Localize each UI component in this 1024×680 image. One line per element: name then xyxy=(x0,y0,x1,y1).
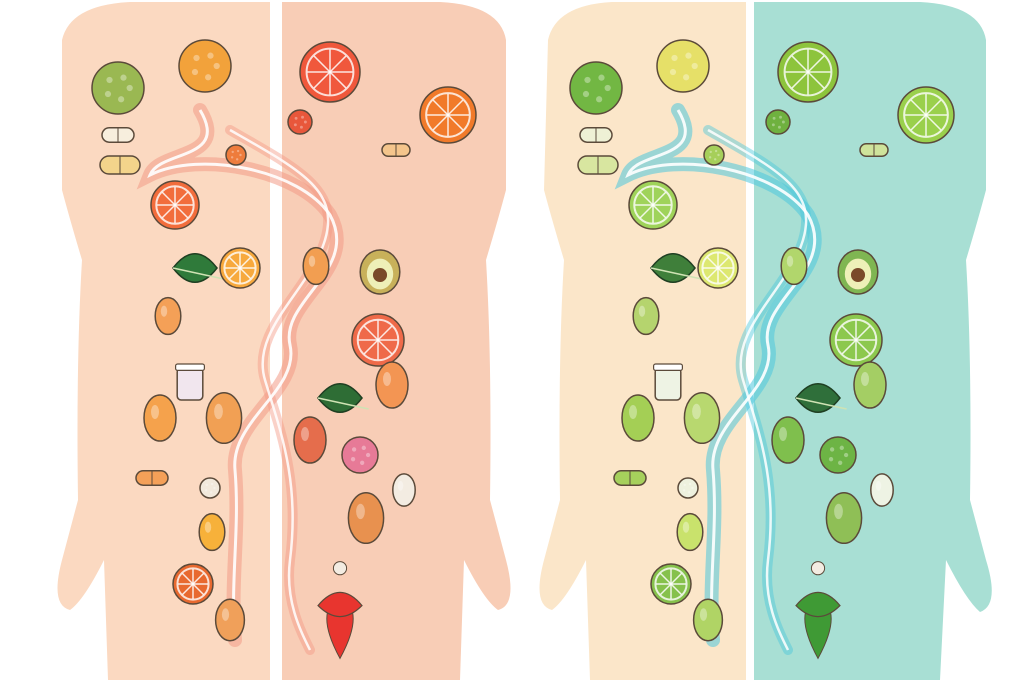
citrus-icon xyxy=(897,86,955,144)
avocado-icon xyxy=(837,249,879,295)
oval-icon xyxy=(613,470,647,486)
berry-icon xyxy=(703,144,725,166)
oval-icon xyxy=(632,296,660,336)
citrus-icon xyxy=(419,86,477,144)
oval-icon xyxy=(780,246,808,286)
body-figure-green xyxy=(539,0,992,680)
oval-icon xyxy=(692,598,724,642)
oval-icon xyxy=(621,394,655,442)
citrus-icon xyxy=(829,313,883,367)
divider-line xyxy=(273,0,279,680)
citrus-icon xyxy=(697,247,739,289)
berry-icon xyxy=(225,144,247,166)
orange-icon xyxy=(178,39,232,93)
jar-icon xyxy=(652,363,683,401)
oval-icon xyxy=(347,491,385,545)
citrus-icon xyxy=(676,512,704,552)
berry-icon xyxy=(650,563,692,605)
stream-highlight xyxy=(707,128,808,651)
pepper-icon xyxy=(317,561,363,660)
food-items-right xyxy=(765,41,955,660)
stream-highlight xyxy=(229,128,330,651)
avocado-icon xyxy=(359,249,401,295)
berry-icon xyxy=(287,109,313,135)
oval-icon xyxy=(853,361,887,409)
leaf-icon xyxy=(172,252,224,284)
oval-icon xyxy=(683,391,721,445)
citrus-icon xyxy=(299,41,361,103)
citrus-icon xyxy=(150,180,200,230)
oval-icon xyxy=(205,391,243,445)
pill-icon xyxy=(101,127,135,143)
pill-icon xyxy=(577,155,619,175)
leaf-icon xyxy=(317,382,369,414)
oval-icon xyxy=(214,598,246,642)
food-items-left xyxy=(91,39,261,642)
oval-icon xyxy=(135,470,169,486)
oval-icon xyxy=(154,296,182,336)
body-figure-warm xyxy=(57,0,511,680)
pill-icon xyxy=(677,477,699,499)
broccoli-icon xyxy=(91,61,145,115)
citrus-icon xyxy=(219,247,261,289)
berry-icon xyxy=(341,436,379,474)
pill-icon xyxy=(199,477,221,499)
pill-icon xyxy=(579,127,613,143)
pepper-icon xyxy=(795,561,841,660)
citrus-icon xyxy=(777,41,839,103)
oval-icon xyxy=(302,246,330,286)
citrus-icon xyxy=(198,512,226,552)
food-items-left xyxy=(569,39,739,642)
food-items-right xyxy=(287,41,477,660)
pill-icon xyxy=(99,155,141,175)
oval-icon xyxy=(392,473,416,507)
oval-icon xyxy=(771,416,805,464)
oval-icon xyxy=(143,394,177,442)
berry-icon xyxy=(172,563,214,605)
jar-icon xyxy=(175,363,206,401)
oval-icon xyxy=(870,473,894,507)
citrus-icon xyxy=(351,313,405,367)
oval-icon xyxy=(375,361,409,409)
oval-icon xyxy=(825,491,863,545)
pill-icon xyxy=(859,142,889,158)
citrus-icon xyxy=(628,180,678,230)
leaf-icon xyxy=(795,382,847,414)
leaf-icon xyxy=(650,252,702,284)
divider-line xyxy=(747,0,753,680)
orange-icon xyxy=(656,39,710,93)
berry-icon xyxy=(819,436,857,474)
oval-icon xyxy=(293,416,327,464)
pill-icon xyxy=(381,142,411,158)
broccoli-icon xyxy=(569,61,623,115)
berry-icon xyxy=(765,109,791,135)
